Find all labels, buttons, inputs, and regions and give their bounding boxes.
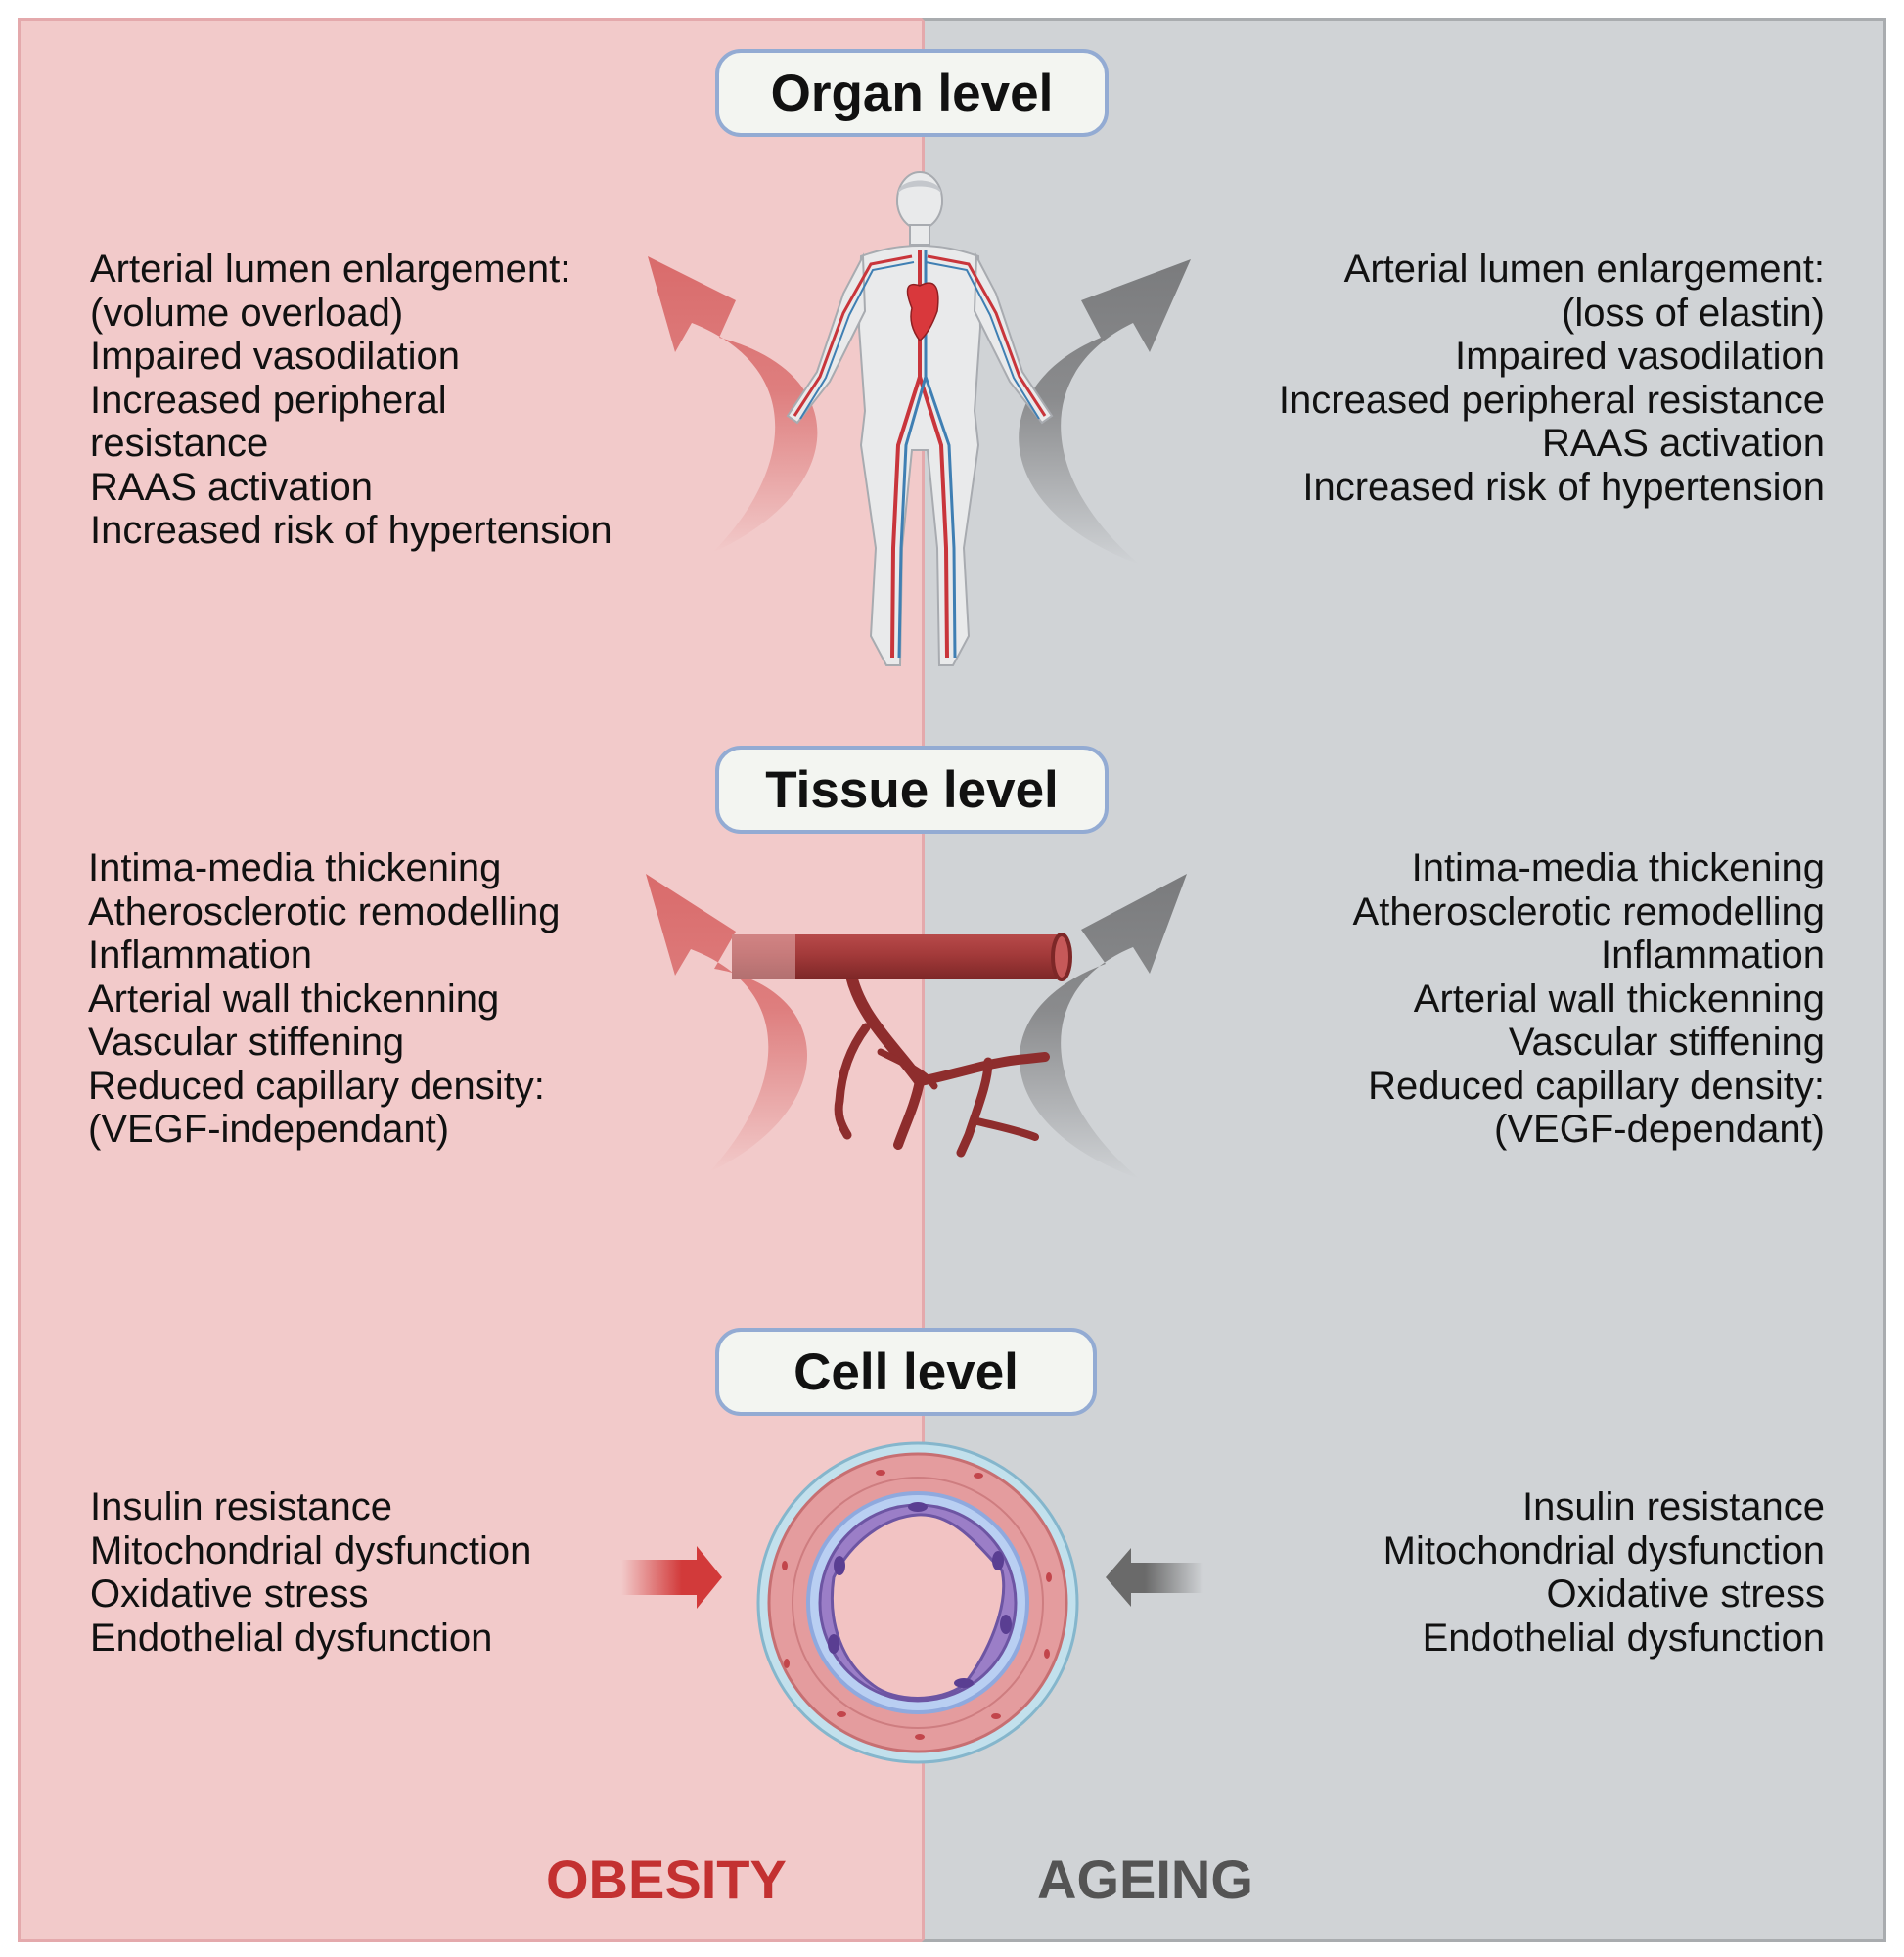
ageing-cell-line: Insulin resistance [1521, 1485, 1825, 1528]
obesity-organ-line: resistance [90, 422, 269, 465]
obesity-cell-line: Endothelial dysfunction [90, 1616, 493, 1660]
ageing-cell-effects: Insulin resistance Mitochondrial dysfunc… [1383, 1485, 1825, 1660]
ageing-cell-line: Endothelial dysfunction [1422, 1616, 1825, 1660]
cell-grey-arrow [1106, 1548, 1203, 1607]
ageing-tissue-line: Intima-media thickening [1411, 846, 1825, 889]
obesity-tissue-line: Vascular stiffening [88, 1021, 405, 1064]
obesity-cell-line: Insulin resistance [90, 1485, 393, 1528]
obesity-tissue-line: Inflammation [88, 933, 312, 977]
tissue-level-label: Tissue level [715, 746, 1109, 834]
ageing-organ-line: Impaired vasodilation [1455, 335, 1825, 378]
ageing-cell-line: Oxidative stress [1546, 1572, 1825, 1616]
ageing-organ-effects: Arterial lumen enlargement: (loss of ela… [1279, 248, 1825, 509]
ageing-organ-line: RAAS activation [1541, 422, 1825, 465]
tissue-grey-arrow [1019, 874, 1187, 1179]
tissue-red-arrow [646, 874, 808, 1172]
ageing-tissue-line: (VEGF-dependant) [1494, 1108, 1825, 1151]
ageing-tissue-line: Reduced capillary density: [1368, 1064, 1825, 1108]
ageing-organ-line: (loss of elastin) [1562, 291, 1825, 335]
obesity-organ-line: RAAS activation [90, 465, 374, 509]
ageing-organ-line: Increased peripheral resistance [1278, 378, 1825, 422]
ageing-tissue-line: Vascular stiffening [1508, 1021, 1825, 1064]
obesity-organ-line: Impaired vasodilation [90, 335, 460, 378]
obesity-tissue-line: Intima-media thickening [88, 846, 502, 889]
vessel-cross-section-icon [756, 1441, 1079, 1764]
obesity-tissue-line: Arterial wall thickenning [88, 977, 500, 1021]
obesity-organ-line: Increased peripheral [90, 378, 447, 422]
obesity-organ-line: Arterial lumen enlargement: [90, 248, 571, 291]
obesity-tissue-line: Atherosclerotic remodelling [88, 889, 561, 933]
ageing-cell-line: Mitochondrial dysfunction [1383, 1528, 1825, 1572]
obesity-tissue-line: Reduced capillary density: [88, 1064, 545, 1108]
cell-red-arrow [621, 1546, 722, 1609]
obesity-organ-line: (volume overload) [90, 291, 404, 335]
obesity-cell-line: Oxidative stress [90, 1572, 369, 1616]
ageing-tissue-line: Inflammation [1601, 933, 1825, 977]
ageing-tissue-line: Atherosclerotic remodelling [1352, 889, 1825, 933]
human-body-icon [786, 171, 1054, 666]
obesity-cell-line: Mitochondrial dysfunction [90, 1528, 532, 1572]
ageing-organ-line: Arterial lumen enlargement: [1343, 248, 1825, 291]
blood-vessel-icon [732, 933, 1072, 1158]
ageing-tissue-line: Arterial wall thickenning [1413, 977, 1825, 1021]
obesity-organ-line: Increased risk of hypertension [90, 509, 612, 552]
ageing-organ-line: Increased risk of hypertension [1302, 465, 1825, 509]
obesity-tissue-effects: Intima-media thickening Atherosclerotic … [88, 846, 560, 1152]
organ-grey-arrow [1019, 259, 1191, 565]
obesity-label: OBESITY [546, 1848, 787, 1910]
ageing-label: AGEING [1037, 1848, 1253, 1910]
obesity-cell-effects: Insulin resistance Mitochondrial dysfunc… [90, 1485, 531, 1660]
organ-level-label: Organ level [715, 49, 1109, 137]
obesity-tissue-line: (VEGF-independant) [88, 1108, 450, 1151]
obesity-organ-effects: Arterial lumen enlargement: (volume over… [90, 248, 612, 553]
ageing-tissue-effects: Intima-media thickening Atherosclerotic … [1353, 846, 1825, 1152]
organ-red-arrow [648, 256, 818, 553]
cell-level-label: Cell level [715, 1328, 1097, 1416]
